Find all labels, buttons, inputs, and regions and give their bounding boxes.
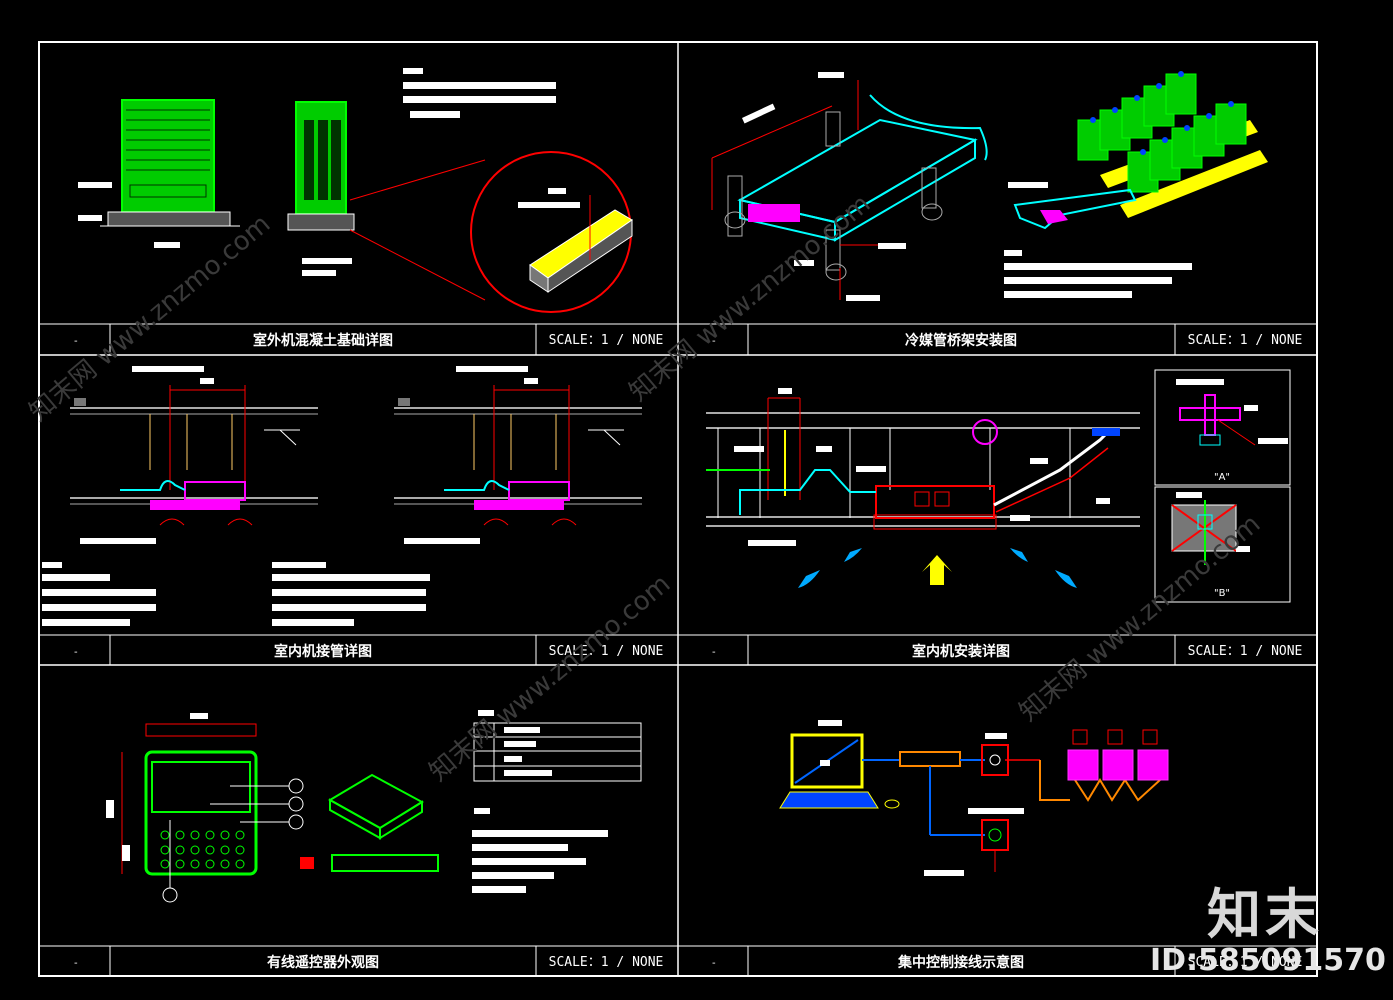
airflow-arrows <box>798 548 1077 588</box>
indoor-unit-body <box>706 397 1120 530</box>
indoor-piping-view-right <box>394 385 642 526</box>
panel-2-number: - <box>712 336 716 347</box>
panel-6-note-bars <box>818 720 1024 876</box>
panel-5-scale: SCALE：1 / NONE <box>549 955 664 970</box>
panel-1-scale: SCALE：1 / NONE <box>549 333 664 348</box>
panel-1-note-bars <box>78 68 580 276</box>
detail-box-a: "A" <box>1154 369 1291 486</box>
ceiling-structure <box>706 412 1140 527</box>
remote-controller-isometric <box>300 773 439 872</box>
panel-5-drawing <box>106 710 642 903</box>
outdoor-units-array <box>1013 71 1268 230</box>
central-controller <box>981 744 1009 851</box>
panel-3-scale: SCALE：1 / NONE <box>549 644 664 659</box>
panel-2-title: 冷媒管桥架安装图 <box>905 332 1017 349</box>
panel-4-number: - <box>712 647 716 658</box>
panel-3-title: 室内机接管详图 <box>274 643 372 660</box>
panel-1-drawing <box>78 68 633 313</box>
panel-3-drawing <box>42 366 642 626</box>
panel-4-scale: SCALE：1 / NONE <box>1188 644 1303 659</box>
terminal-table <box>473 722 642 782</box>
panel-3-note-bars <box>42 366 538 626</box>
panel-6-title: 集中控制接线示意图 <box>897 954 1024 971</box>
panel-5-note-bars <box>106 710 608 893</box>
panel-5-number: - <box>74 958 78 969</box>
panel-4-title: 室内机安装详图 <box>912 643 1010 660</box>
title-strips <box>39 323 1317 976</box>
panel-1-title: 室外机混凝土基础详图 <box>253 332 393 349</box>
panel-6-scale: SCALE：1 / NONE <box>1188 955 1303 970</box>
image-id: ID:585091570 <box>1150 943 1386 978</box>
indoor-units-group <box>1067 729 1169 781</box>
brand-logo: 知末 <box>1207 883 1323 946</box>
panel-4-drawing: "A" "B" <box>706 369 1291 603</box>
panel-3-number: - <box>74 647 78 658</box>
foundation-detail-callout <box>349 151 633 313</box>
outdoor-unit-side-view <box>287 101 355 231</box>
indoor-piping-view-left <box>70 385 318 526</box>
panel-1-number: - <box>74 336 78 347</box>
panel-2-scale: SCALE：1 / NONE <box>1188 333 1303 348</box>
cable-tray-isometric <box>711 80 988 300</box>
panel-6-number: - <box>712 958 716 969</box>
panel-2-note-bars <box>742 72 1192 301</box>
outdoor-unit-front-view <box>100 99 240 227</box>
detail-box-b: "B" <box>1154 486 1291 603</box>
panel-4-note-bars <box>734 379 1288 552</box>
detail-a-label: "A" <box>1214 472 1230 483</box>
panel-5-title: 有线遥控器外观图 <box>267 954 379 971</box>
panel-2-drawing <box>711 71 1268 301</box>
detail-b-label: "B" <box>1214 588 1230 599</box>
remote-controller-front <box>121 723 304 903</box>
computer-terminal <box>779 733 900 809</box>
panel-6-drawing <box>779 720 1169 876</box>
wiring-lines <box>862 751 1161 872</box>
